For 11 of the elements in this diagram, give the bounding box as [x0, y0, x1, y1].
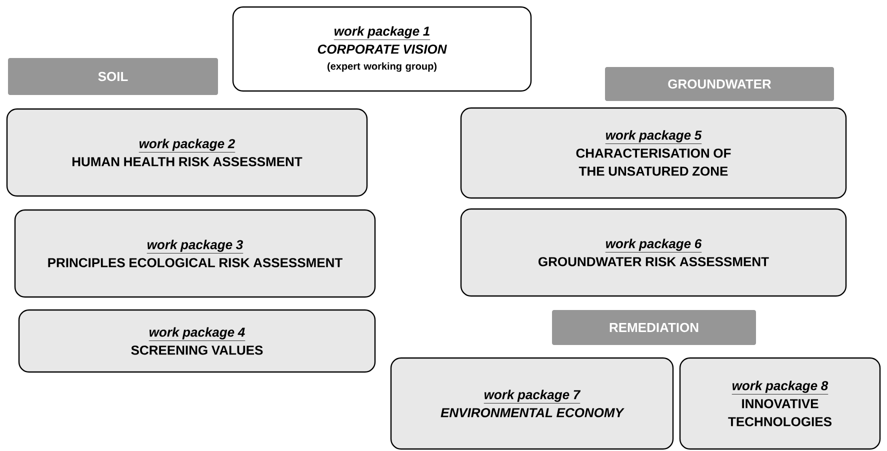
work-package-box: work package 8 INNOVATIVE TECHNOLOGIES	[679, 357, 881, 450]
section-banner: SOIL	[8, 58, 218, 95]
work-package-box: work package 3 PRINCIPLES ECOLOGICAL RISK ASSESSMENT	[14, 209, 376, 298]
work-package-box: work package 4 SCREENING VALUES	[18, 309, 376, 373]
work-package-box: work package 1 CORPORATE VISION (expert working group)	[232, 6, 532, 92]
work-package-box: work package 5 CHARACTERISATION OF THE UNSATURED ZONE	[460, 107, 847, 199]
work-package-box: work package 6 GROUNDWATER RISK ASSESSMENT	[460, 208, 847, 297]
work-package-box: work package 2 HUMAN HEALTH RISK ASSESSMENT	[6, 108, 368, 197]
work-package-box: work package 7 ENVIRONMENTAL ECONOMY	[390, 357, 674, 450]
section-banner: GROUNDWATER	[605, 67, 834, 101]
section-banner: REMEDIATION	[552, 310, 756, 345]
